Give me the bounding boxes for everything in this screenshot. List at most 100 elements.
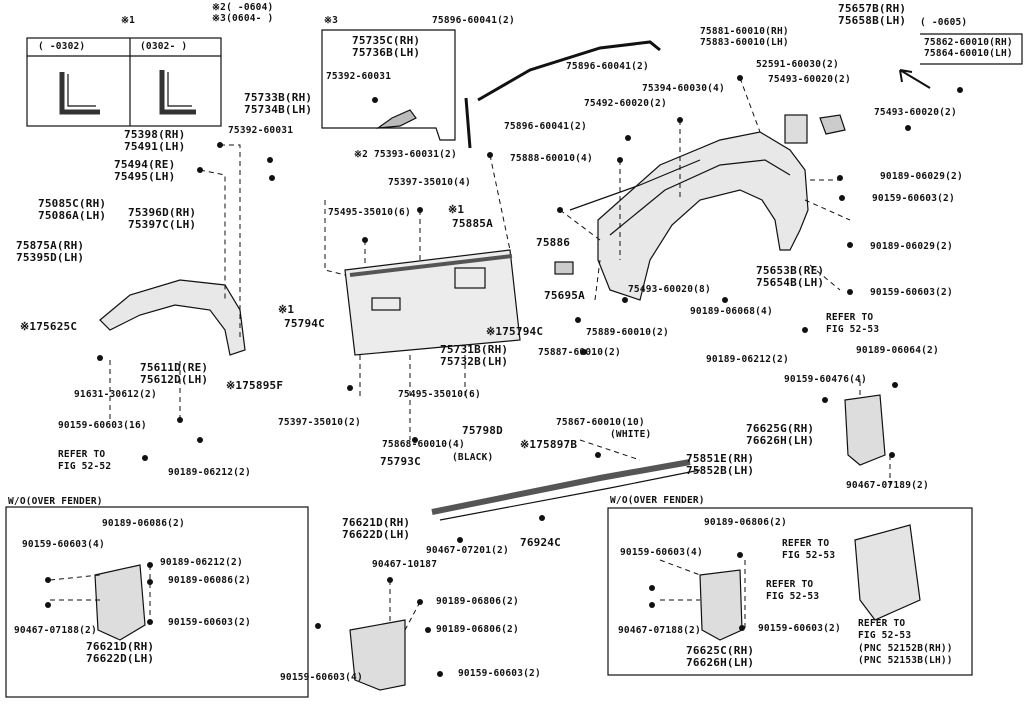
part-label: ※175794C	[486, 325, 544, 338]
part-label: 76924C	[520, 536, 561, 549]
part-label: ※2 75393-60031(2)	[354, 149, 457, 160]
part-label: 90159-60603(4)	[22, 539, 105, 550]
part-label: 75695A	[544, 289, 585, 302]
part-label: 75394-60030(4)	[642, 83, 725, 94]
part-label: 75883-60010(LH)	[700, 37, 789, 48]
pnc-note: (PNC 52153B(LH))	[858, 655, 953, 666]
part-label: 75896-60041(2)	[432, 15, 515, 26]
note-3-box	[321, 29, 456, 141]
part-label: 75494(RE)	[114, 158, 176, 171]
part-label: 75395D(LH)	[16, 251, 85, 264]
part-label: 76621D(RH)	[86, 640, 155, 653]
part-label: 75885A	[452, 217, 493, 230]
figure-reference: FIG 52-53	[766, 591, 820, 602]
part-label: 75798D	[462, 424, 503, 437]
note-3-label: ※3(0604- )	[212, 13, 274, 24]
range-label: ( -0605)	[920, 17, 968, 28]
part-label: 90189-06212(2)	[168, 467, 251, 478]
part-label: 76626H(LH)	[686, 656, 755, 669]
part-label: 75881-60010(RH)	[700, 26, 789, 37]
part-label: 90189-06806(2)	[436, 624, 519, 635]
part-label: 75732B(LH)	[440, 355, 509, 368]
section-title: W/O(OVER FENDER)	[8, 496, 103, 507]
part-label: 75736B(LH)	[352, 46, 421, 59]
part-label: 75735C(RH)	[352, 34, 421, 47]
part-label: 90467-07188(2)	[14, 625, 97, 636]
part-label: 90189-06212(2)	[706, 354, 789, 365]
note-label: ※1	[278, 303, 295, 316]
color-note: (WHITE)	[610, 429, 652, 440]
part-label: 76625C(RH)	[686, 644, 755, 657]
door-molding	[344, 249, 521, 356]
part-label: 75733B(RH)	[244, 91, 313, 104]
part-label: 90159-60603(16)	[58, 420, 147, 431]
note-label: ※1	[448, 203, 465, 216]
figure-reference: FIG 52-53	[826, 324, 880, 335]
part-label: 90159-60603(2)	[872, 193, 955, 204]
part-label: 75397-35010(4)	[388, 177, 471, 188]
part-label: 75896-60041(2)	[566, 61, 649, 72]
part-label: 75851E(RH)	[686, 452, 755, 465]
part-label: 90159-60603(2)	[168, 617, 251, 628]
part-label: 75392-60031	[228, 125, 294, 136]
part-label: 75794C	[284, 317, 325, 330]
pnc-note: (PNC 52152B(RH))	[858, 643, 953, 654]
part-label: ※175895F	[226, 379, 284, 392]
figure-reference: FIG 52-52	[58, 461, 112, 472]
part-label: 75398(RH)	[124, 128, 186, 141]
part-label: 75888-60010(4)	[510, 153, 593, 164]
part-label: 90467-07188(2)	[618, 625, 701, 636]
part-label: 75086A(LH)	[38, 209, 107, 222]
rear-fender-flare	[597, 131, 809, 301]
variant-box	[26, 37, 222, 127]
part-label: 75654B(LH)	[756, 276, 825, 289]
part-label: 90189-06806(2)	[436, 596, 519, 607]
part-label: 75734B(LH)	[244, 103, 313, 116]
part-label: 90467-10187	[372, 559, 438, 570]
part-label: 75731B(RH)	[440, 343, 509, 356]
reference-label: REFER TO	[826, 312, 874, 323]
part-label: 90159-60476(4)	[784, 374, 867, 385]
part-label: 75875A(RH)	[16, 239, 85, 252]
part-label: 76621D(RH)	[342, 516, 411, 529]
part-label: 75887-60010(2)	[538, 347, 621, 358]
part-label: 90159-60603(2)	[870, 287, 953, 298]
range-label: (0302- )	[140, 41, 188, 52]
part-label: 75493-60020(8)	[628, 284, 711, 295]
part-label: 90159-60603(4)	[620, 547, 703, 558]
part-label: 75862-60010(RH)	[924, 37, 1013, 48]
note-1-label: ※1	[121, 15, 136, 26]
figure-reference: FIG 52-53	[782, 550, 836, 561]
section-title: W/O(OVER FENDER)	[610, 495, 705, 506]
color-note: (BLACK)	[452, 452, 494, 463]
reference-label: REFER TO	[766, 579, 814, 590]
part-label: 90189-06086(2)	[102, 518, 185, 529]
mudguard-rear	[844, 394, 886, 466]
part-label: 75397-35010(2)	[278, 417, 361, 428]
reference-label: REFER TO	[858, 618, 906, 629]
range-label: ( -0302)	[38, 41, 86, 52]
reference-label: REFER TO	[782, 538, 830, 549]
part-label: 90467-07189(2)	[846, 480, 929, 491]
front-fender-flare	[99, 279, 246, 356]
part-label: 75495-35010(6)	[398, 389, 481, 400]
note-3-box-label: ※3	[324, 15, 339, 26]
part-label: 76622D(LH)	[342, 528, 411, 541]
part-label: 75793C	[380, 455, 421, 468]
part-label: 75657B(RH)	[838, 2, 907, 15]
part-label: 75889-60010(2)	[586, 327, 669, 338]
part-label: 75886	[536, 236, 571, 249]
part-label: ※175625C	[20, 320, 78, 333]
part-label: 90159-60603(2)	[458, 668, 541, 679]
part-label: 75493-60020(2)	[768, 74, 851, 85]
part-label: 75495(LH)	[114, 170, 176, 183]
part-label: 75896-60041(2)	[504, 121, 587, 132]
mudguard-center	[349, 619, 406, 691]
part-label: 90189-06806(2)	[704, 517, 787, 528]
part-label: 76622D(LH)	[86, 652, 155, 665]
part-label: 75611D(RE)	[140, 361, 209, 374]
part-label: 75085C(RH)	[38, 197, 107, 210]
reference-label: REFER TO	[58, 449, 106, 460]
